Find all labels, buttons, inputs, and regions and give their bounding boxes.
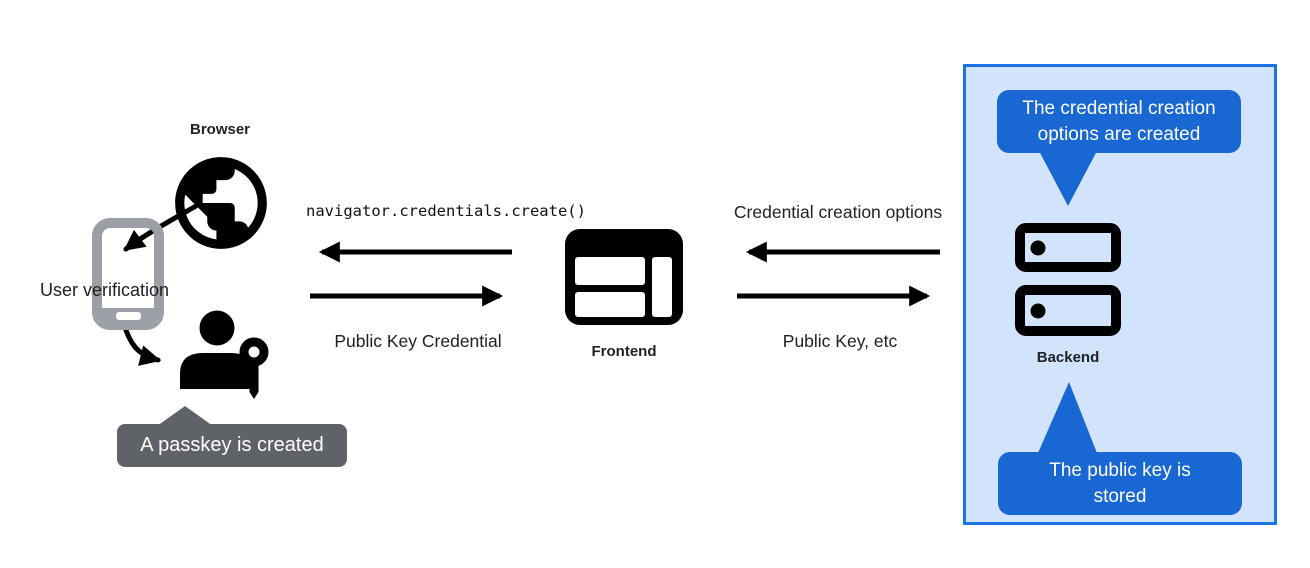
server-stack-icon [1015,223,1121,337]
options-created-callout-text: The credential creation options are crea… [1022,98,1216,145]
smartphone-icon [92,218,164,330]
frontend-label: Frontend [591,343,657,360]
options-created-callout-pointer [1038,149,1098,206]
key-stored-callout: The public key is stored [998,452,1242,516]
browser-window-icon [565,229,683,325]
key-stored-callout-pointer [1038,382,1097,453]
passkey-tooltip-pointer [157,406,213,426]
user-verification-label: User verification [40,280,170,300]
person-with-key-icon [177,308,273,402]
public-key-etc-label: Public Key, etc [782,331,898,351]
public-key-credential-label: Public Key Credential [334,331,502,351]
browser-label: Browser [189,121,251,138]
credential-creation-options-label: Credential creation options [733,202,943,222]
globe-icon [166,148,276,258]
key-stored-callout-text: The public key is stored [1049,460,1191,507]
backend-label: Backend [1036,349,1100,366]
options-created-callout: The credential creation options are crea… [997,90,1241,154]
passkey-tooltip-text: A passkey is created [140,434,324,456]
credentials-create-label: navigator.credentials.create() [306,202,586,220]
passkey-tooltip: A passkey is created [117,424,347,467]
